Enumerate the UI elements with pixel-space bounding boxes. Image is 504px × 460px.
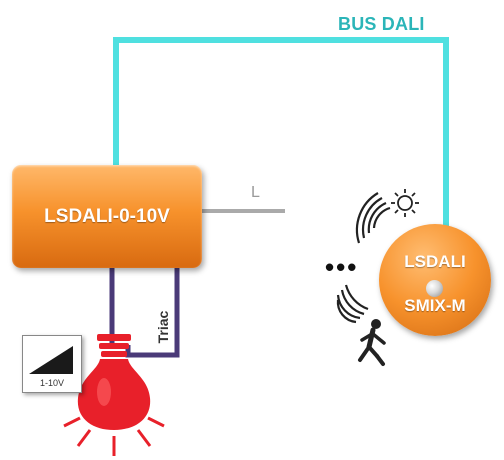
line-label: L (251, 184, 260, 201)
bus-dali-wire (113, 37, 449, 226)
dimmer-label: 1-10V (39, 378, 65, 388)
bus-dali-label: BUS DALI (338, 14, 425, 34)
sensor-label-line2: SMIX-M (404, 296, 466, 315)
signal-waves-icon (355, 192, 391, 244)
triac-wire (125, 268, 180, 358)
ellipsis-dots: ••• (325, 252, 359, 282)
ramp-icon (29, 346, 73, 374)
triac-label: Triac (155, 310, 171, 344)
sensor-lens-icon (426, 280, 443, 297)
light-bulb-icon (63, 334, 165, 456)
motion-person-icon (358, 319, 386, 366)
sensor-label-line1: LSDALI (404, 252, 466, 271)
sun-icon (391, 189, 419, 217)
controller-module: LSDALI-0-10V (12, 165, 202, 268)
sensor-module: LSDALI SMIX-M (379, 224, 491, 336)
dimmer-card: 1-10V (22, 335, 82, 393)
signal-waves-icon (336, 284, 369, 324)
controller-label: LSDALI-0-10V (44, 205, 170, 227)
